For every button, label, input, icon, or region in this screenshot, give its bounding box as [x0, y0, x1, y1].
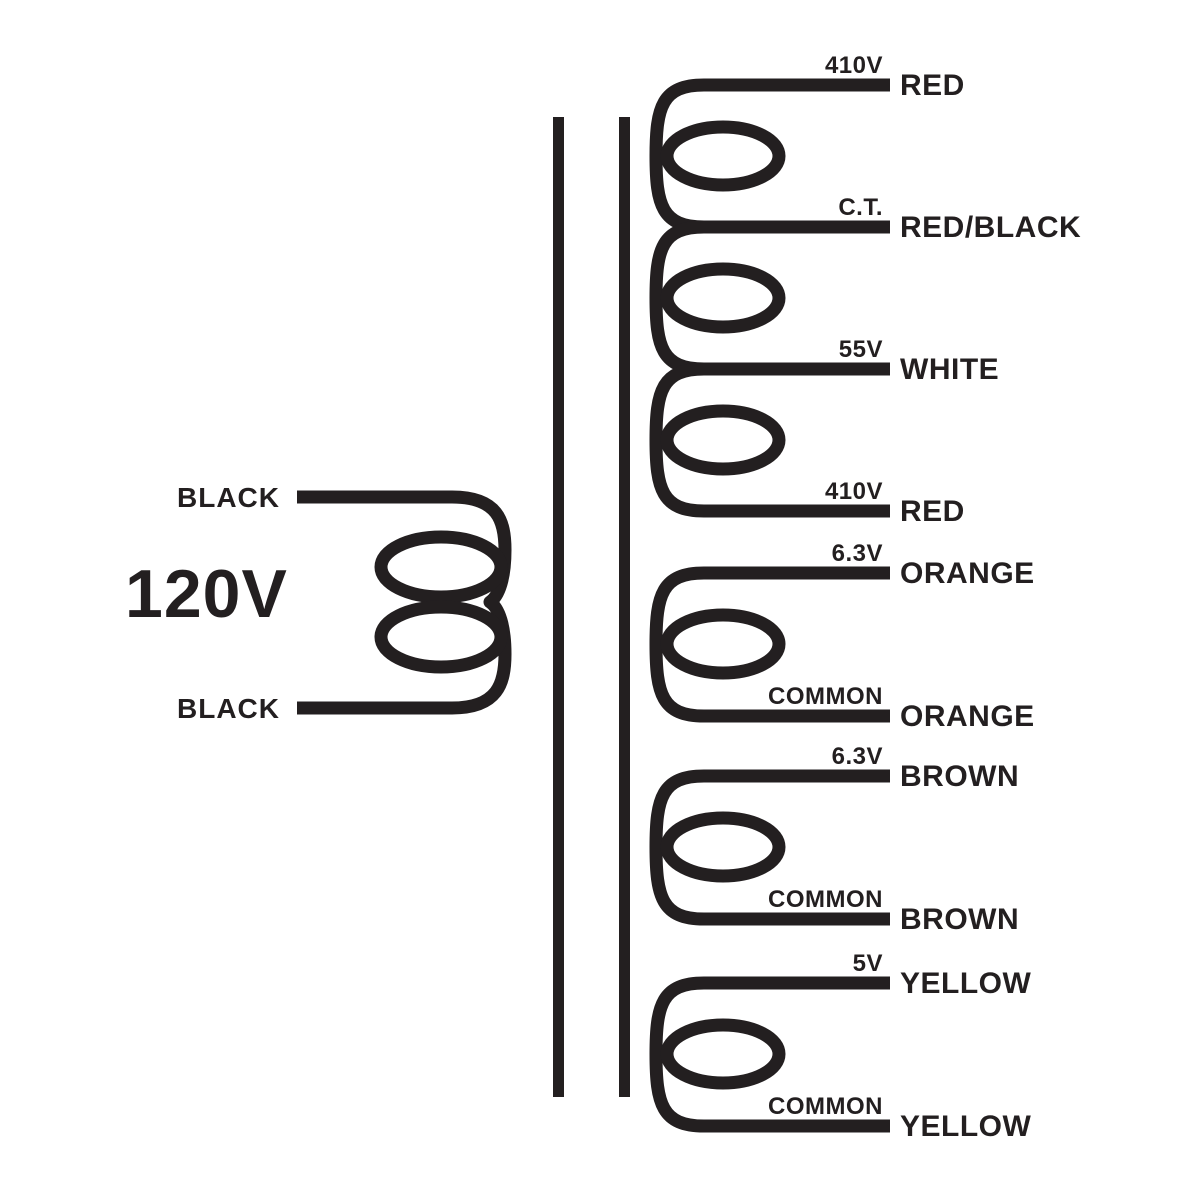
wire-color-label-6: ORANGE [900, 700, 1035, 733]
wire-color-label-1: RED [900, 69, 965, 102]
wire-color-label-7: BROWN [900, 760, 1019, 793]
wire-color-label-3: WHITE [900, 353, 999, 386]
hv-winding-segment-3 [649, 362, 890, 518]
hv-winding-segment-1 [649, 78, 890, 234]
primary-winding-wire [297, 490, 512, 715]
tap-voltage-label-5: 6.3V [832, 540, 883, 567]
hv-loop-3 [660, 404, 786, 476]
yellow-winding-wire [649, 976, 890, 1133]
hv-loop-2 [660, 262, 786, 334]
wire-color-label-8: BROWN [900, 903, 1019, 936]
orange-loop [660, 608, 786, 680]
primary-voltage-label: 120V [125, 556, 288, 632]
transformer-core [553, 117, 630, 1097]
primary-loop-2 [374, 600, 508, 674]
secondary-brown-winding [649, 769, 890, 926]
hv-loop-1 [660, 120, 786, 192]
tap-voltage-label-8: COMMON [768, 886, 883, 913]
tap-voltage-label-10: COMMON [768, 1093, 883, 1120]
secondary-hv-winding [649, 78, 890, 518]
wire-color-label-10: YELLOW [900, 1110, 1032, 1143]
tap-voltage-label-9: 5V [853, 950, 883, 977]
primary-loop-1 [374, 530, 508, 604]
orange-winding-wire [649, 566, 890, 723]
secondary-yellow-winding [649, 976, 890, 1133]
wire-color-label-2: RED/BLACK [900, 211, 1081, 244]
tap-voltage-label-3: 55V [839, 336, 883, 363]
brown-winding-wire [649, 769, 890, 926]
wire-color-label-9: YELLOW [900, 967, 1032, 1000]
primary-winding [297, 490, 512, 715]
tap-voltage-label-1: 410V [825, 52, 883, 79]
tap-voltage-label-2: C.T. [838, 194, 883, 221]
primary-bottom-lead-label: BLACK [177, 693, 280, 724]
secondary-labels: 410V RED C.T. RED/BLACK 55V WHITE 410V R… [768, 52, 1081, 1143]
yellow-loop [660, 1018, 786, 1090]
tap-voltage-label-4: 410V [825, 478, 883, 505]
primary-top-lead-label: BLACK [177, 482, 280, 513]
secondary-orange-winding [649, 566, 890, 723]
hv-winding-segment-2 [649, 220, 890, 376]
tap-voltage-label-6: COMMON [768, 683, 883, 710]
wire-color-label-4: RED [900, 495, 965, 528]
wire-color-label-5: ORANGE [900, 557, 1035, 590]
brown-loop [660, 811, 786, 883]
primary-labels: BLACK 120V BLACK [125, 482, 288, 724]
tap-voltage-label-7: 6.3V [832, 743, 883, 770]
